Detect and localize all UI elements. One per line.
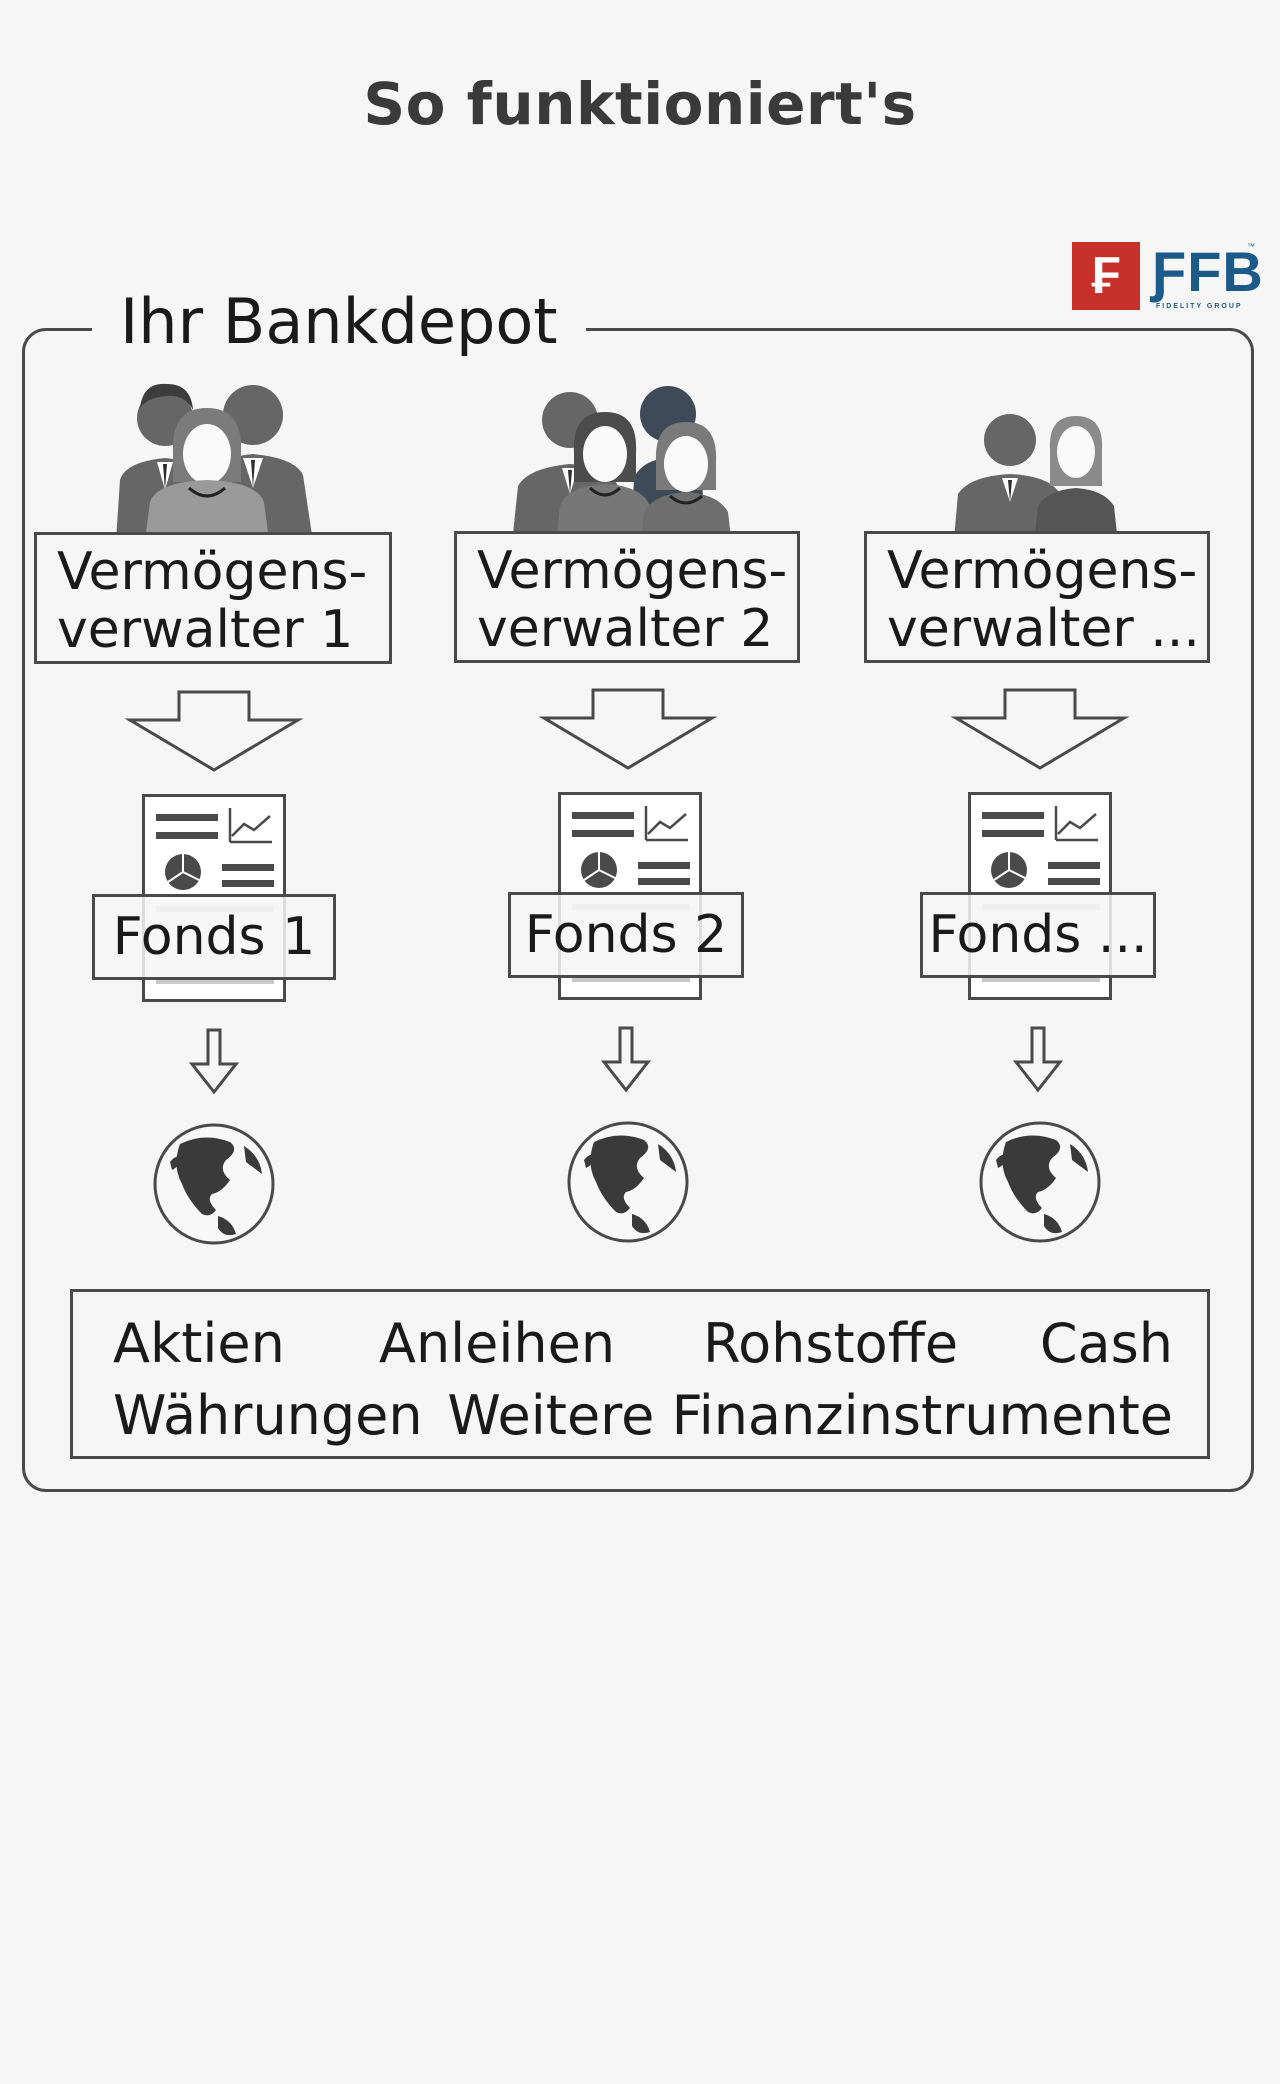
ffb-logo-tm: ™ (1247, 242, 1255, 251)
manager-label: Vermögens- (887, 541, 1198, 601)
manager-label: verwalter 2 (477, 599, 774, 659)
asset-item: Weitere Finanzinstrumente (447, 1384, 1173, 1447)
arrow-down-icon (124, 690, 304, 772)
arrow-down-small-icon (600, 1026, 652, 1093)
people-icon-3 (952, 414, 1120, 562)
ffb-logo-mark: ₣ (1072, 242, 1140, 310)
ffb-logo-text: ƑFB (1152, 240, 1264, 303)
globe-icon (979, 1121, 1101, 1243)
depot-frame (22, 328, 1254, 1492)
fund-box-2: Fonds 2 (508, 892, 744, 978)
asset-item: Rohstoffe (703, 1312, 959, 1375)
manager-box-1: Vermögens- verwalter 1 (34, 532, 392, 664)
manager-label: Vermögens- (57, 542, 368, 602)
manager-label: Vermögens- (477, 541, 788, 601)
depot-label: Ihr Bankdepot (92, 283, 586, 361)
page-title: So funktioniert's (363, 70, 917, 138)
arrow-down-icon (538, 688, 718, 770)
ffb-logo-subtitle: FIDELITY GROUP (1156, 303, 1243, 310)
globe-icon (567, 1121, 689, 1243)
fund-box-3: Fonds ... (920, 892, 1156, 978)
people-icon-1 (115, 383, 315, 555)
asset-classes-box: Aktien Anleihen Rohstoffe Cash Währungen… (70, 1289, 1210, 1459)
arrow-down-icon (950, 688, 1130, 770)
arrow-down-small-icon (1012, 1026, 1064, 1093)
ffb-logo: ₣ ƑFB ™ FIDELITY GROUP (1072, 240, 1264, 314)
arrow-down-small-icon (188, 1028, 240, 1095)
fund-box-1: Fonds 1 (92, 894, 336, 980)
manager-label: verwalter 1 (57, 600, 354, 660)
manager-box-3: Vermögens- verwalter ... (864, 531, 1210, 663)
manager-box-2: Vermögens- verwalter 2 (454, 531, 800, 663)
asset-item: Cash (1039, 1312, 1173, 1375)
asset-item: Währungen (113, 1384, 423, 1447)
asset-item: Aktien (113, 1312, 285, 1375)
globe-icon (153, 1123, 275, 1245)
asset-item: Anleihen (379, 1312, 616, 1375)
manager-label: verwalter ... (887, 599, 1200, 659)
